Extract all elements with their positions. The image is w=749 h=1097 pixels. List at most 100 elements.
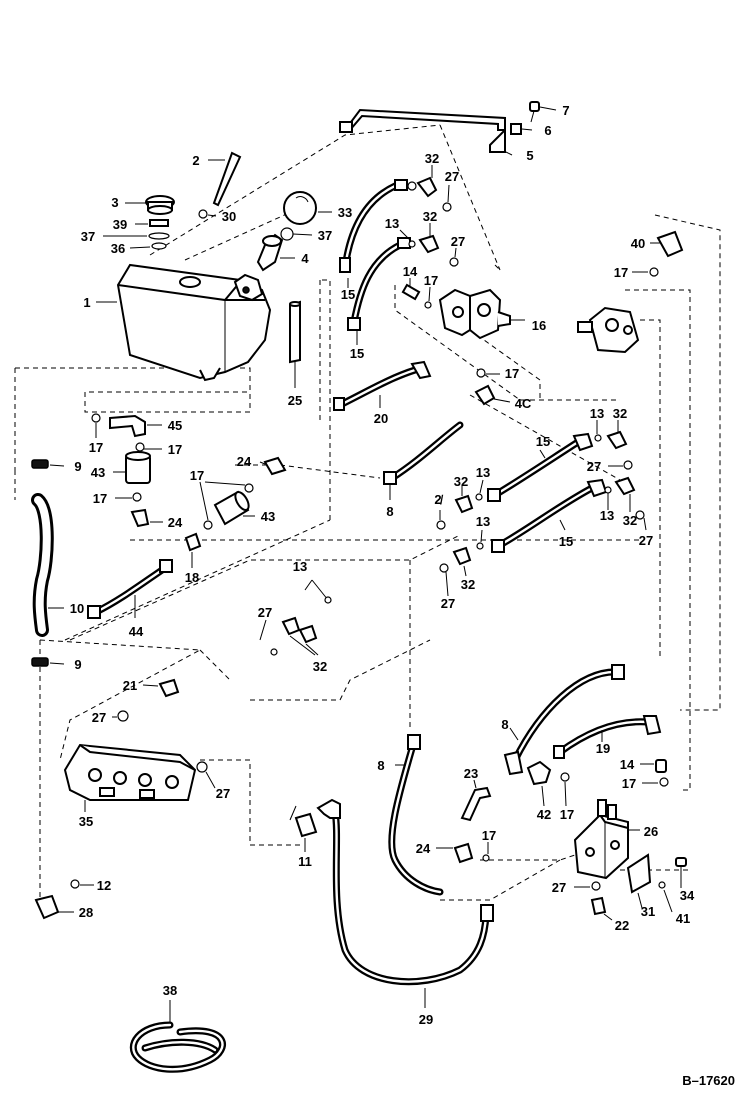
callout-14-b: 14: [620, 757, 635, 772]
callout-33: 33: [338, 205, 352, 220]
callout-20: 20: [374, 411, 388, 426]
callout-15-d: 15: [559, 534, 573, 549]
callout-27-a: 27: [445, 169, 459, 184]
breather-33: [283, 191, 332, 225]
callout-11: 11: [298, 854, 312, 869]
hose-29: [316, 798, 494, 1008]
oring-27-d: [196, 761, 216, 789]
elbow-32-top: [407, 165, 438, 198]
callout-16: 16: [532, 318, 546, 333]
oring-36: [129, 242, 167, 250]
callout-36: 36: [111, 241, 125, 256]
oring-27-b: [449, 247, 459, 267]
bracket-31: [626, 853, 652, 909]
hydraulic-pump-16: [438, 288, 525, 340]
bolt-34: [675, 857, 687, 888]
fittings-mid-cluster: [436, 479, 484, 597]
oring-17-e: [135, 442, 162, 452]
callout-17-i: 17: [560, 807, 574, 822]
washer-41: [658, 881, 673, 913]
callout-40-a: 40: [631, 236, 645, 251]
callout-42: 42: [537, 807, 551, 822]
oring-13-a: [399, 229, 416, 248]
callout-29: 29: [419, 1012, 433, 1027]
callout-38: 38: [163, 983, 177, 998]
callout-8-c: 8: [377, 758, 384, 773]
fitting-24-lower: [436, 842, 474, 864]
callout-22: 22: [615, 918, 629, 933]
fitting-9-b: [31, 657, 65, 667]
hose-19: [553, 715, 662, 759]
oring-17-j: [482, 842, 490, 862]
callout-32-c: 32: [613, 406, 627, 421]
callout-27-c: 27: [587, 459, 601, 474]
hose-20: [333, 360, 432, 411]
oring-17-g: [199, 481, 254, 530]
elbow-40-mid: [474, 384, 511, 406]
reservoir-tank-1: [96, 263, 272, 382]
callout-7: 7: [562, 103, 569, 118]
filter-housing-4: [256, 233, 295, 272]
hose-8-middle: [388, 734, 444, 896]
fittings-center-left: [259, 579, 332, 656]
oring-17-c: [476, 368, 500, 378]
callout-9-b: 9: [74, 657, 81, 672]
oring-17-f: [115, 492, 142, 502]
callout-6: 6: [544, 123, 551, 138]
callout-32-b: 32: [423, 209, 437, 224]
callout-25: 25: [288, 393, 302, 408]
callout-27-j: 27: [552, 880, 566, 895]
filter-43-left: [113, 451, 151, 484]
callout-32-f: 32: [461, 577, 475, 592]
fitting-24-left: [130, 508, 163, 528]
fitting-21: [142, 678, 180, 698]
callout-4: 4: [301, 251, 309, 266]
callout-15-c: 15: [536, 434, 550, 449]
callout-1: 1: [83, 295, 90, 310]
oring-30: [198, 209, 217, 219]
drive-motor: [577, 306, 640, 354]
callout-17-j: 17: [482, 828, 496, 843]
oring-27-c: [112, 710, 129, 722]
fitting-14-a: [401, 278, 421, 301]
callout-2: 2: [192, 153, 199, 168]
callout-40-b: 4C: [515, 396, 532, 411]
callout-27-d: 2̸: [434, 492, 443, 507]
callout-17-h: 17: [622, 776, 636, 791]
callout-23: 23: [464, 766, 478, 781]
callout-32-g: 32: [313, 659, 327, 674]
dipstick-2: [208, 151, 242, 207]
fitting-18: [184, 532, 202, 568]
callout-18: 18: [185, 570, 199, 585]
callout-32-d: 32: [454, 474, 468, 489]
callout-13-a: 13: [385, 216, 399, 231]
callout-30: 30: [222, 209, 236, 224]
oring-17-i: [560, 772, 570, 807]
hose-44: [87, 559, 173, 619]
elbow-32-b: [418, 223, 440, 254]
hose-15-upper-b: [347, 237, 411, 345]
callout-31: 31: [641, 904, 655, 919]
fitting-24-center: [259, 456, 287, 476]
hose-10: [31, 493, 64, 637]
elbow-40: [650, 230, 684, 258]
fitting-23: [460, 779, 492, 822]
hose-15-upper-a: [339, 179, 408, 288]
callout-44: 44: [129, 624, 144, 639]
fitting-11: [289, 805, 318, 852]
callout-28: 28: [79, 905, 93, 920]
callout-17-a: 17: [424, 273, 438, 288]
callout-27-h: 27: [92, 710, 106, 725]
elbow-45: [109, 414, 162, 438]
fittings-right-cluster: [594, 420, 647, 531]
callout-13-c: 13: [476, 465, 490, 480]
callout-17-e: 17: [168, 442, 182, 457]
mounting-bar-5: [339, 108, 513, 156]
filler-cap-3: [125, 195, 175, 215]
callout-43-a: 43: [91, 465, 105, 480]
oring-17-h: [642, 777, 669, 787]
callout-3: 3: [111, 195, 118, 210]
filter-43-center: [213, 490, 255, 526]
callout-24-c: 24: [416, 841, 431, 856]
